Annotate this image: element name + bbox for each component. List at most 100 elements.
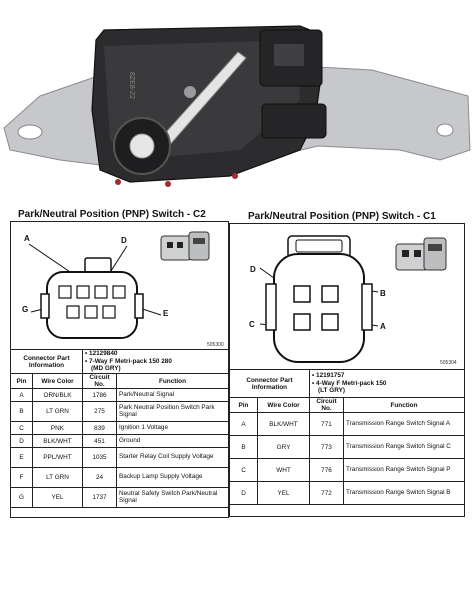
wire-cell: ORN/BLK bbox=[32, 388, 83, 402]
wire-cell: BLK/WHT bbox=[32, 434, 83, 448]
c1-info-line: • 12191757 bbox=[312, 372, 345, 380]
table-row: C WHT 776 Transmission Range Switch Sign… bbox=[229, 458, 465, 482]
c1-header-row: Pin Wire Color Circuit No. Function bbox=[229, 397, 465, 413]
table-row: E PPL/WHT 1035 Starter Relay Coil Supply… bbox=[10, 447, 229, 468]
c2-title: Park/Neutral Position (PNP) Switch - C2 bbox=[18, 209, 206, 220]
pin-cell: A bbox=[10, 388, 33, 402]
wire-cell: WHT bbox=[257, 458, 310, 482]
c2-pin-table: Connector Part Information • 12129840 • … bbox=[10, 349, 229, 508]
c2-figure-number: 505300 bbox=[207, 342, 224, 348]
c1-info-line: • 4-Way F Metri-pack 150 bbox=[312, 379, 387, 387]
table-row: F LT GRN 24 Backup Lamp Supply Voltage bbox=[10, 467, 229, 488]
c1-pin-label-d: D bbox=[250, 265, 256, 274]
pin-cell: G bbox=[10, 487, 33, 508]
function-cell: Backup Lamp Supply Voltage bbox=[116, 467, 229, 488]
c2-info-line: • 7-Way F Metri-pack 150 280 bbox=[85, 357, 172, 365]
function-cell: Starter Relay Coil Supply Voltage bbox=[116, 447, 229, 468]
c2-header-pin: Pin bbox=[10, 373, 33, 389]
pin-cell: C bbox=[229, 458, 258, 482]
table-row: A ORN/BLK 1786 Park/Neutral Signal bbox=[10, 388, 229, 402]
c2-info-bullets: • 12129840 • 7-Way F Metri-pack 150 280 … bbox=[82, 349, 229, 374]
pin-cell: D bbox=[229, 481, 258, 505]
function-cell: Transmission Range Switch Signal A bbox=[343, 412, 465, 436]
wire-cell: BLK/WHT bbox=[257, 412, 310, 436]
c2-connector-info-row: Connector Part Information • 12129840 • … bbox=[10, 349, 229, 374]
wire-cell: YEL bbox=[32, 487, 83, 508]
c1-header-pin: Pin bbox=[229, 397, 258, 413]
pin-cell: D bbox=[10, 434, 33, 448]
table-row: B GRY 773 Transmission Range Switch Sign… bbox=[229, 435, 465, 459]
c2-info-line: (MD GRY) bbox=[91, 365, 121, 373]
c2-info-label: Connector Part Information bbox=[10, 349, 83, 374]
c2-pin-label-g: G bbox=[22, 305, 29, 314]
c1-info-label: Connector Part Information bbox=[229, 369, 310, 398]
pnp-switch-photo: 8ZE8-22 bbox=[3, 25, 471, 187]
c1-pin-label-b: B bbox=[380, 289, 386, 298]
connector-c1-housing bbox=[261, 103, 327, 139]
c2-connector-diagram bbox=[28, 231, 210, 339]
c1-pin-table: Connector Part Information • 12191757 • … bbox=[229, 369, 465, 505]
pin-cell: C bbox=[10, 421, 33, 435]
function-cell: Transmission Range Switch Signal P bbox=[343, 458, 465, 482]
circuit-cell: 839 bbox=[82, 421, 117, 435]
c2-header-circuit: Circuit No. bbox=[82, 373, 117, 389]
function-cell: Transmission Range Switch Signal C bbox=[343, 435, 465, 459]
c1-connector-diagram bbox=[259, 235, 447, 363]
c1-title: Park/Neutral Position (PNP) Switch - C1 bbox=[248, 211, 436, 222]
function-cell: Transmission Range Switch Signal B bbox=[343, 481, 465, 505]
c1-header-circuit: Circuit No. bbox=[309, 397, 344, 413]
circuit-cell: 771 bbox=[309, 412, 344, 436]
wire-cell: GRY bbox=[257, 435, 310, 459]
c1-connector-thumbnail-icon bbox=[395, 237, 447, 271]
table-row: C PNK 839 Ignition 1 Voltage bbox=[10, 421, 229, 435]
c2-connector-thumbnail-icon bbox=[160, 231, 210, 261]
wire-cell: PNK bbox=[32, 421, 83, 435]
c1-header-wire: Wire Color bbox=[257, 397, 310, 413]
wire-cell: LT GRN bbox=[32, 401, 83, 422]
c2-pin-label-e: E bbox=[163, 309, 169, 318]
circuit-cell: 772 bbox=[309, 481, 344, 505]
function-cell: Ground bbox=[116, 434, 229, 448]
circuit-cell: 275 bbox=[82, 401, 117, 422]
c1-connector-info-row: Connector Part Information • 12191757 • … bbox=[229, 369, 465, 398]
circuit-cell: 451 bbox=[82, 434, 117, 448]
c2-panel: A D G E 505300 Connector Part Informatio… bbox=[10, 221, 229, 518]
c2-header-row: Pin Wire Color Circuit No. Function bbox=[10, 373, 229, 389]
pin-cell: A bbox=[229, 412, 258, 436]
c1-info-bullets: • 12191757 • 4-Way F Metri-pack 150 (LT … bbox=[309, 369, 465, 398]
pin-cell: B bbox=[10, 401, 33, 422]
function-cell: Park/Neutral Signal bbox=[116, 388, 229, 402]
table-row: D YEL 772 Transmission Range Switch Sign… bbox=[229, 481, 465, 505]
c2-pin-label-d: D bbox=[121, 236, 127, 245]
c2-header-wire: Wire Color bbox=[32, 373, 83, 389]
circuit-cell: 1786 bbox=[82, 388, 117, 402]
circuit-cell: 776 bbox=[309, 458, 344, 482]
table-row: G YEL 1737 Neutral Safety Switch Park/Ne… bbox=[10, 487, 229, 508]
c2-header-function: Function bbox=[116, 373, 229, 389]
circuit-cell: 1737 bbox=[82, 487, 117, 508]
pin-cell: E bbox=[10, 447, 33, 468]
part-number-engraving: 8ZE8-22 bbox=[128, 72, 135, 99]
table-row: A BLK/WHT 771 Transmission Range Switch … bbox=[229, 412, 465, 436]
c2-pin-label-a: A bbox=[24, 234, 30, 243]
function-cell: Ignition 1 Voltage bbox=[116, 421, 229, 435]
circuit-cell: 773 bbox=[309, 435, 344, 459]
c1-info-line: (LT GRY) bbox=[318, 387, 345, 395]
pin-cell: F bbox=[10, 467, 33, 488]
c1-panel: D B C A 505304 Connector Part Informatio… bbox=[229, 223, 465, 517]
table-row: D BLK/WHT 451 Ground bbox=[10, 434, 229, 448]
function-cell: Neutral Safety Switch Park/Neutral Signa… bbox=[116, 487, 229, 508]
c1-header-function: Function bbox=[343, 397, 465, 413]
wire-cell: YEL bbox=[257, 481, 310, 505]
function-cell: Park Neutral Position Switch Park Signal bbox=[116, 401, 229, 422]
table-row: B LT GRN 275 Park Neutral Position Switc… bbox=[10, 401, 229, 422]
c1-figure-number: 505304 bbox=[440, 360, 457, 366]
c2-info-line: • 12129840 bbox=[85, 350, 118, 358]
c1-pin-label-a: A bbox=[380, 322, 386, 331]
wire-cell: PPL/WHT bbox=[32, 447, 83, 468]
c1-pin-label-c: C bbox=[249, 320, 255, 329]
circuit-cell: 1035 bbox=[82, 447, 117, 468]
pin-cell: B bbox=[229, 435, 258, 459]
circuit-cell: 24 bbox=[82, 467, 117, 488]
wire-cell: LT GRN bbox=[32, 467, 83, 488]
